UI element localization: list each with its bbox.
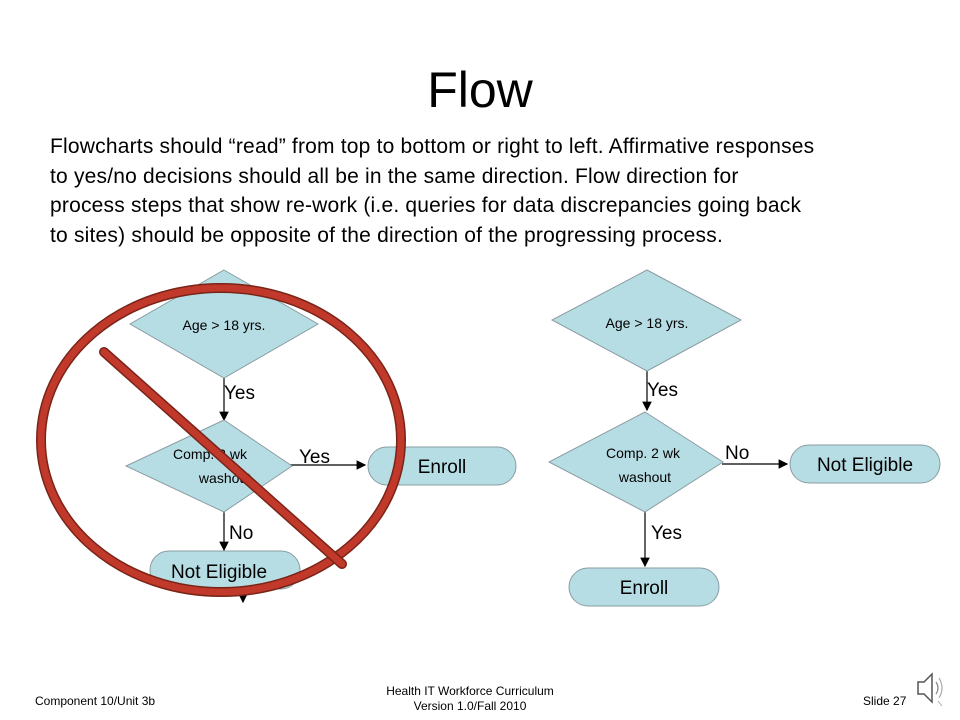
footer-component: Component 10/Unit 3b xyxy=(35,694,156,708)
prohibition-sign-icon xyxy=(36,283,406,597)
right-decision-washout xyxy=(547,411,724,513)
left-enroll-box xyxy=(367,446,517,486)
body-line-3: process steps that show re-work (i.e. qu… xyxy=(50,194,802,217)
left-yes-label-1: Yes xyxy=(224,383,255,404)
body-line-1: Flowcharts should “read” from top to bot… xyxy=(50,135,815,158)
speaker-icon[interactable] xyxy=(908,668,948,708)
right-yes-label-1: Yes xyxy=(647,380,678,401)
right-enroll-box xyxy=(568,567,720,607)
left-flowchart: Age > 18 yrs. Comp. 2 wk washout Enroll … xyxy=(36,269,517,604)
left-yes-label-2: Yes xyxy=(299,447,330,468)
right-decision-age-label: Age > 18 yrs. xyxy=(606,315,689,331)
body-line-2: to yes/no decisions should all be in the… xyxy=(50,164,739,188)
right-decision-washout-line2: washout xyxy=(618,469,671,485)
footer-curriculum: Health IT Workforce Curriculum Version 1… xyxy=(330,684,610,714)
left-enroll-label: Enroll xyxy=(418,457,467,478)
right-not-eligible-box xyxy=(789,444,941,484)
left-decision-age-label: Age > 18 yrs. xyxy=(183,317,266,333)
right-no-label: No xyxy=(725,443,749,464)
right-decision-age xyxy=(550,269,743,372)
footer-curriculum-line1: Health IT Workforce Curriculum xyxy=(386,684,554,698)
right-flowchart: Age > 18 yrs. Comp. 2 wk washout Not Eli… xyxy=(547,269,941,607)
slide-title: Flow xyxy=(427,62,533,118)
body-paragraph: Flowcharts should “read” from top to bot… xyxy=(50,132,920,250)
right-not-eligible-label: Not Eligible xyxy=(817,455,913,476)
right-decision-washout-line1: Comp. 2 wk xyxy=(606,445,681,461)
body-line-4: to sites) should be opposite of the dire… xyxy=(50,223,723,247)
left-no-label: No xyxy=(229,523,253,544)
left-not-eligible-label: Not Eligible xyxy=(171,562,267,583)
slide-number: Slide 27 xyxy=(863,694,907,708)
right-yes-label-2: Yes xyxy=(651,523,682,544)
footer-curriculum-line2: Version 1.0/Fall 2010 xyxy=(413,699,527,713)
right-enroll-label: Enroll xyxy=(620,578,669,599)
